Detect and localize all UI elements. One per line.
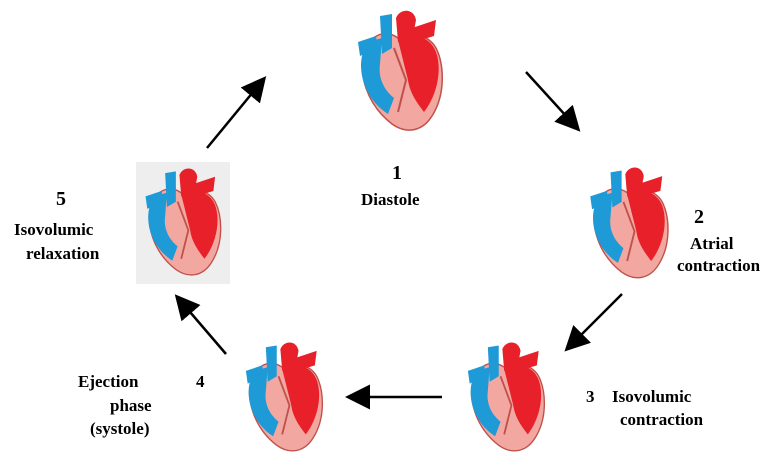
stage-3-name-line2: contraction [620,410,703,430]
arrow-1-to-2 [526,72,577,128]
stage-4-name-line2: phase [110,396,152,416]
arrow-5-to-1 [207,80,263,148]
stage-2-name-line1: Atrial [690,234,733,254]
stage-2-name-line2: contraction [677,256,760,276]
stage-4-name-line1: Ejection [78,372,138,392]
arrow-4-to-5 [178,298,226,354]
stage-5-name-line1: Isovolumic [14,220,93,240]
stage-5-name-line2: relaxation [26,244,99,264]
stage-2-number: 2 [694,206,704,229]
arrow-2-to-3 [568,294,622,348]
stage-4-number: 4 [196,372,205,392]
stage-3-name-line1: Isovolumic [612,387,691,407]
stage-3-number: 3 [586,387,595,407]
stage-4-name-line3: (systole) [90,419,149,439]
stage-5-number: 5 [56,188,66,211]
stage-1-name: Diastole [361,190,420,210]
stage-1-number: 1 [392,162,402,185]
